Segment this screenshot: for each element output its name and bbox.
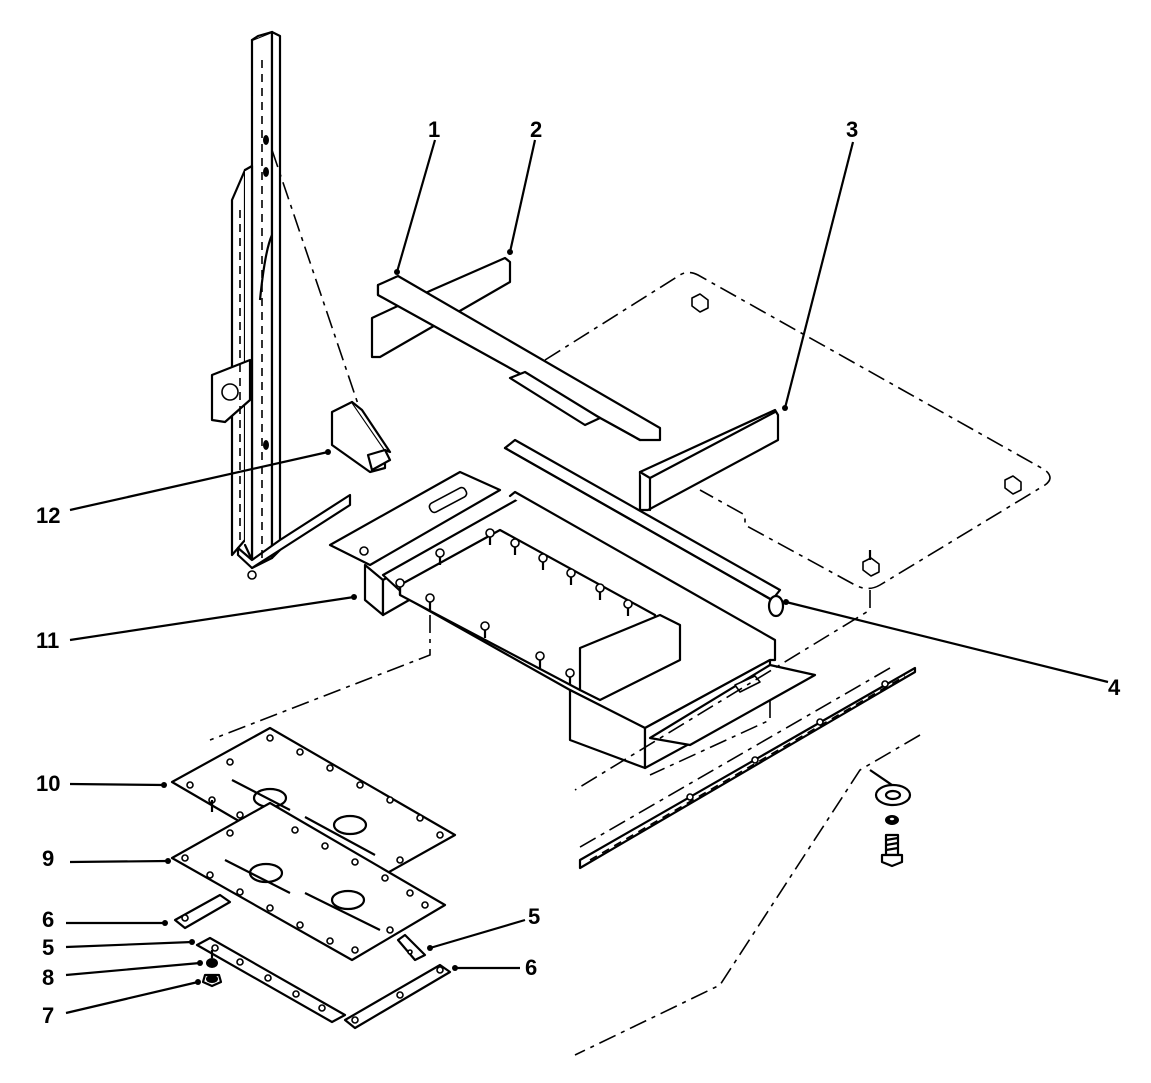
right-angle-bracket — [638, 408, 780, 512]
callout-6-right: 6 — [525, 955, 537, 980]
callout-7: 7 — [42, 1003, 54, 1028]
retaining-strips — [173, 893, 452, 1030]
alignment-line-rail — [574, 667, 891, 851]
callout-6-left: 6 — [42, 907, 54, 932]
alignment-line-lower — [574, 734, 921, 1056]
callout-10: 10 — [36, 771, 60, 796]
callout-3: 3 — [846, 117, 858, 142]
alignment-line-bracket — [649, 700, 771, 776]
callout-leaders — [65, 139, 1109, 1015]
alignment-line-frame-plate — [209, 615, 431, 741]
bolt-washer-set — [869, 769, 912, 868]
callout-1: 1 — [428, 117, 440, 142]
callout-5-right: 5 — [528, 904, 540, 929]
callout-4: 4 — [1108, 675, 1121, 700]
angle-bracket-assembly — [370, 256, 662, 442]
side-rail-bar — [578, 666, 917, 870]
base-plate — [544, 271, 1051, 590]
callout-9: 9 — [42, 846, 54, 871]
callout-2: 2 — [530, 117, 542, 142]
callout-labels: 1 2 3 4 5 5 6 6 7 8 9 10 11 12 — [36, 117, 1121, 1028]
alignment-line-base-rail — [574, 590, 871, 791]
callout-11: 11 — [36, 628, 59, 653]
callout-12: 12 — [36, 503, 60, 528]
callout-8: 8 — [42, 965, 54, 990]
alignment-line-post-wedge — [271, 149, 361, 411]
nut-and-lock-washer — [201, 950, 223, 988]
gasket — [170, 801, 447, 962]
main-tray-frame — [328, 470, 817, 770]
wedge-block — [330, 400, 392, 474]
cylindrical-rod — [503, 438, 785, 618]
vertical-frame-post — [210, 30, 352, 580]
callout-5-left: 5 — [42, 935, 54, 960]
